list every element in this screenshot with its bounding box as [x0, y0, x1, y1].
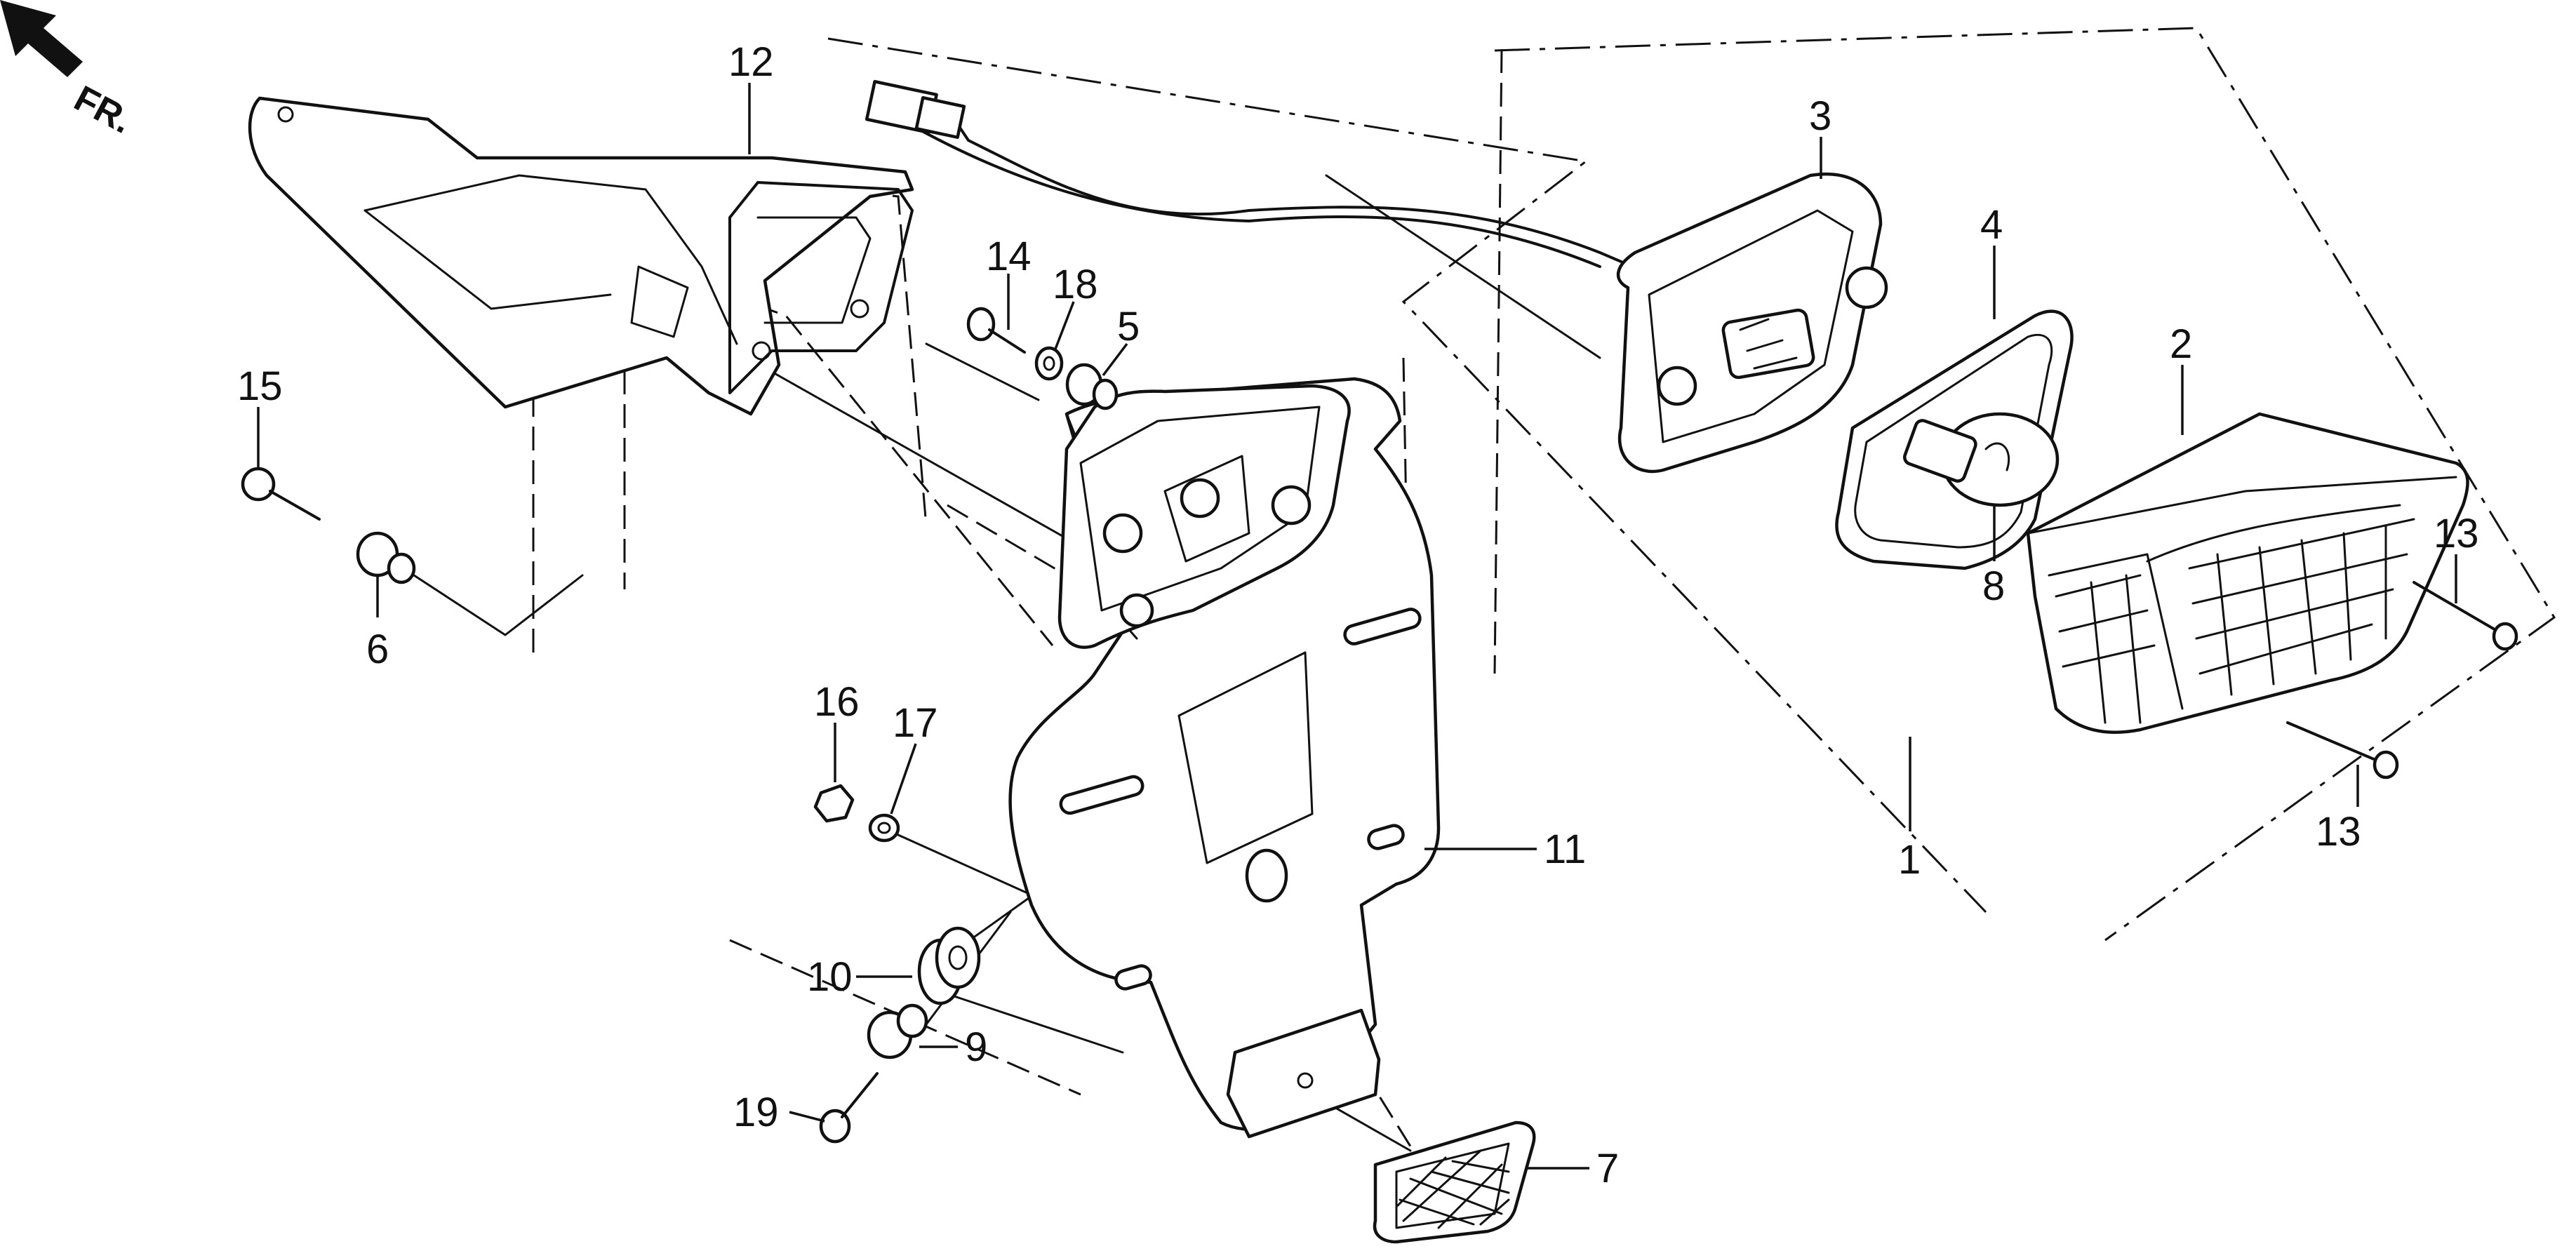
lamp-base: [1057, 384, 1351, 649]
callout-5: 5: [1117, 304, 1140, 349]
callout-16: 16: [814, 679, 860, 725]
callout-17: 17: [893, 700, 938, 746]
rear-fender-bracket: [248, 96, 914, 416]
callout-7: 7: [1596, 1146, 1619, 1191]
callout-4: 4: [1980, 202, 2003, 248]
callout-1: 1: [1898, 837, 1921, 883]
callout-13-lower: 13: [2316, 809, 2361, 855]
callout-15: 15: [237, 363, 283, 409]
fastener-19-bolt: [819, 1072, 879, 1144]
leader-lines: [257, 83, 2457, 1170]
assembly-boundary: [827, 27, 2556, 942]
callout-labels: 12 3 4 2 8 1 14 18 5 15 6 13 13 16 17 11…: [237, 39, 2479, 1191]
fastener-16-nut: [813, 784, 855, 823]
direction-label: FR.: [67, 78, 138, 142]
fastener-18-washer: [1034, 346, 1064, 381]
front-direction-arrow-icon: [0, 0, 83, 77]
reflector: [1373, 1120, 1536, 1244]
callout-3: 3: [1809, 93, 1831, 139]
tail-light-lens: [2026, 412, 2469, 734]
fastener-14-screw: [966, 307, 1026, 354]
fastener-13b-screw: [2286, 721, 2399, 779]
fastener-5-collar: [1065, 363, 1119, 410]
lens-grid-pattern: [2055, 518, 2415, 724]
callout-11: 11: [1544, 827, 1586, 872]
fastener-15-bolt: [241, 467, 321, 521]
callout-14: 14: [986, 234, 1032, 279]
callout-8: 8: [1982, 563, 2005, 609]
callout-12: 12: [728, 39, 774, 85]
callout-13-upper: 13: [2434, 511, 2479, 556]
fastener-6-collar: [356, 531, 416, 584]
fastener-10-grommet: [917, 926, 981, 1005]
fastener-17-washer: [868, 813, 900, 843]
callout-9: 9: [965, 1024, 987, 1070]
fastener-13a-screw: [2413, 581, 2518, 651]
callout-19: 19: [733, 1090, 779, 1135]
bulb: [1902, 412, 2060, 507]
callout-2: 2: [2170, 321, 2192, 367]
lamp-housing: [1616, 172, 1888, 474]
wire-harness: [865, 79, 1650, 275]
fastener-9-collar: [867, 1003, 928, 1059]
callout-18: 18: [1053, 262, 1098, 307]
callout-10: 10: [807, 954, 853, 1000]
callout-6: 6: [366, 627, 389, 672]
